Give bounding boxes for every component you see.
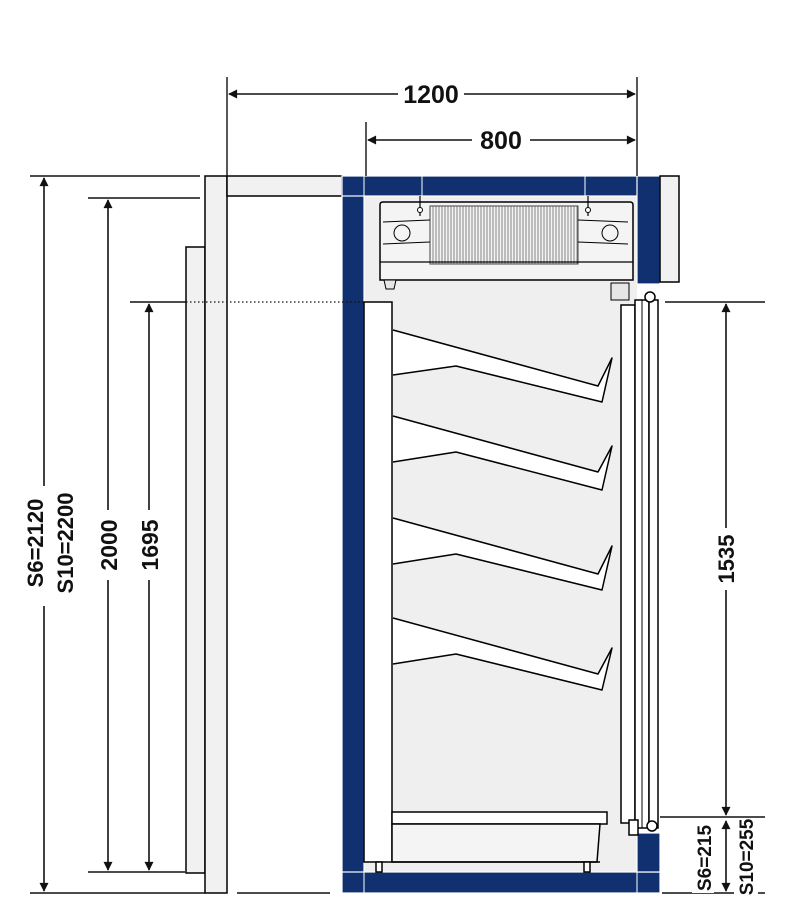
rear-air-panel	[363, 301, 393, 863]
front-lower-wall	[636, 832, 661, 873]
evaporator-coil	[429, 205, 579, 265]
top-wall	[341, 175, 661, 197]
shelf-3	[392, 517, 613, 591]
shelf-4	[392, 617, 613, 691]
label-1695: 1695	[137, 519, 163, 570]
drain-nozzle	[383, 279, 397, 290]
canopy-light-box	[659, 175, 680, 283]
wall-joint-lines	[342, 176, 638, 893]
back-wall	[341, 175, 365, 894]
top-panel-strip	[226, 175, 343, 197]
glass-door	[620, 291, 659, 836]
fan-motor-right	[601, 224, 619, 242]
label-s10-2200: S10=2200	[53, 493, 78, 594]
dimension-labels: 1200 800 S6=2120 S10=2200 2000 1695 1535…	[21, 80, 758, 895]
shelf-2	[392, 415, 613, 491]
label-800: 800	[480, 127, 522, 155]
shelf-1	[392, 329, 613, 403]
label-1200: 1200	[403, 81, 459, 109]
label-base-s10: S10=255	[737, 818, 758, 895]
extension-lines	[30, 77, 765, 894]
label-1535: 1535	[714, 535, 739, 584]
shelves	[392, 329, 613, 691]
door-hinge-top	[644, 291, 656, 303]
bottom-wall	[341, 871, 661, 894]
label-base-s6: S6=215	[695, 825, 716, 891]
front-upper-wall	[636, 175, 661, 285]
label-s6-2120: S6=2120	[23, 499, 48, 588]
label-2000: 2000	[96, 519, 122, 570]
base-tray	[375, 811, 608, 873]
door-hinge-bottom	[646, 820, 658, 832]
rear-side-panel	[185, 246, 206, 874]
evaporator-unit	[379, 196, 634, 301]
fan-motor-left	[393, 224, 411, 242]
side-panels	[185, 175, 343, 894]
front-side-panel	[204, 175, 228, 894]
